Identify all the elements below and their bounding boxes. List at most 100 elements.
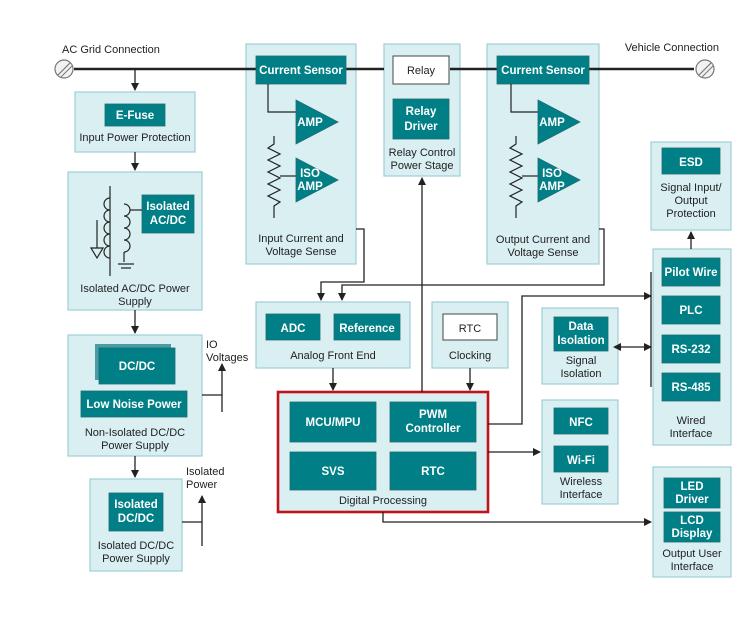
rs485-chip [661, 372, 721, 402]
clocking-caption: Clocking [449, 350, 491, 362]
reference-chip-label: Reference [339, 323, 395, 335]
wired-caption-1: Wired [677, 415, 706, 427]
nonisolated-caption-1: Non-Isolated DC/DC [85, 427, 185, 439]
acdc-chip-label-1: Isolated [146, 201, 189, 213]
clocking-rtc-label: RTC [459, 323, 481, 335]
efuse-caption: Input Power Protection [79, 132, 190, 144]
nfc-chip [553, 407, 609, 435]
wire-digital-pilot [488, 292, 652, 425]
input-current-sensor-label: Current Sensor [259, 65, 343, 77]
mcu-mpu-chip [289, 401, 377, 443]
wifi-chip [553, 445, 609, 473]
isodcdc-caption-2: Power Supply [102, 553, 170, 565]
isodcdc-chip-label-1: Isolated [114, 499, 157, 511]
input-iso-amp-label-2: AMP [297, 181, 323, 193]
io-voltages-label-1: IO [206, 339, 218, 351]
input-current-sensor [255, 55, 347, 85]
reference-chip [333, 313, 401, 341]
input-sense-caption-2: Voltage Sense [266, 246, 337, 258]
dcdc-chip [98, 347, 176, 385]
led-driver-label-1: LED [681, 481, 704, 493]
svs-label: SVS [321, 466, 344, 478]
relay-driver-chip [392, 98, 450, 140]
svs-chip [289, 451, 377, 491]
relay-chip-label: Relay [407, 65, 436, 77]
input-iso-amp-icon [295, 157, 339, 203]
pwm-controller-chip [389, 401, 477, 443]
output-ui-caption-2: Interface [671, 561, 714, 573]
esd-chip [661, 147, 721, 175]
lownoise-chip [80, 390, 188, 418]
input-amp-label: AMP [297, 117, 323, 129]
wireless-caption-1: Wireless [560, 476, 603, 488]
acdc-caption-1: Isolated AC/DC Power [80, 283, 190, 295]
led-driver-chip [663, 477, 721, 509]
pilot-wire-label: Pilot Wire [665, 267, 718, 279]
rs232-chip [661, 334, 721, 364]
lcd-display-label-1: LCD [680, 515, 704, 527]
rs485-label: RS-485 [672, 382, 712, 394]
input-iso-amp-label-1: ISO [300, 168, 320, 180]
digital-caption: Digital Processing [339, 495, 427, 507]
digital-rtc-chip [389, 451, 477, 491]
output-current-sensor-label: Current Sensor [501, 65, 585, 77]
wired-caption-2: Interface [670, 428, 713, 440]
dcdc-chip-label: DC/DC [119, 361, 155, 373]
clocking-rtc-chip [442, 313, 498, 341]
output-amp-label: AMP [539, 117, 565, 129]
adc-chip-label: ADC [281, 323, 306, 335]
isodcdc-chip-label-2: DC/DC [118, 513, 154, 525]
plc-label: PLC [680, 305, 703, 317]
isolated-power-label-1: Isolated [186, 466, 225, 478]
data-isolation-label-2: Isolation [557, 335, 604, 347]
vehicle-connector-icon [695, 59, 715, 79]
output-iso-amp-label-2: AMP [539, 181, 565, 193]
transformer-icon [89, 186, 142, 276]
wire-digital-output-ui [382, 512, 652, 526]
io-voltages-label-2: Voltages [206, 352, 249, 364]
output-iso-amp-icon [537, 157, 581, 203]
rs232-label: RS-232 [672, 344, 711, 356]
input-sense-caption-1: Input Current and [258, 233, 344, 245]
isodcdc-caption-1: Isolated DC/DC [98, 540, 174, 552]
output-sense-caption-1: Output Current and [496, 234, 590, 246]
data-isolation-label-1: Data [569, 321, 595, 333]
lcd-display-label-2: Display [672, 528, 714, 540]
pilot-wire-chip [661, 257, 721, 287]
signal-iso-caption-1: Signal [566, 355, 597, 367]
lcd-display-chip [663, 511, 721, 543]
esd-caption-1: Signal Input/ [660, 182, 722, 194]
wireless-caption-2: Interface [560, 489, 603, 501]
signal-iso-caption-2: Isolation [561, 368, 602, 380]
efuse-chip-label: E-Fuse [116, 110, 154, 122]
wire-output-sense-afe [338, 228, 605, 301]
ac-grid-label: AC Grid Connection [62, 44, 160, 56]
digital-rtc-label: RTC [421, 466, 445, 478]
esd-caption-3: Protection [666, 208, 716, 220]
wire-io-voltages [202, 363, 226, 396]
efuse-chip [104, 103, 166, 127]
relay-chip [392, 55, 450, 85]
pwm-controller-label-1: PWM [419, 409, 447, 421]
output-ui-caption-1: Output User [662, 548, 722, 560]
wire-isolated-power [182, 495, 206, 523]
input-sense-wiring [266, 84, 296, 218]
output-amp-icon [537, 99, 581, 145]
vehicle-label: Vehicle Connection [625, 42, 719, 54]
output-current-sensor [496, 55, 590, 85]
acdc-chip [141, 194, 195, 234]
isolated-power-label-2: Power [186, 479, 218, 491]
wire-input-sense-afe [317, 228, 365, 301]
esd-chip-label: ESD [679, 157, 703, 169]
afe-caption: Analog Front End [290, 350, 376, 362]
data-isolation-chip [553, 316, 609, 352]
acdc-caption-2: Supply [118, 296, 152, 308]
nonisolated-caption-2: Power Supply [101, 440, 169, 452]
pwm-controller-label-2: Controller [406, 423, 461, 435]
wifi-label: Wi-Fi [567, 455, 595, 467]
output-iso-amp-label-1: ISO [542, 168, 562, 180]
relay-driver-label-1: Relay [406, 106, 437, 118]
input-amp-icon [295, 99, 339, 145]
output-sense-caption-2: Voltage Sense [508, 247, 579, 259]
adc-chip [265, 313, 321, 341]
